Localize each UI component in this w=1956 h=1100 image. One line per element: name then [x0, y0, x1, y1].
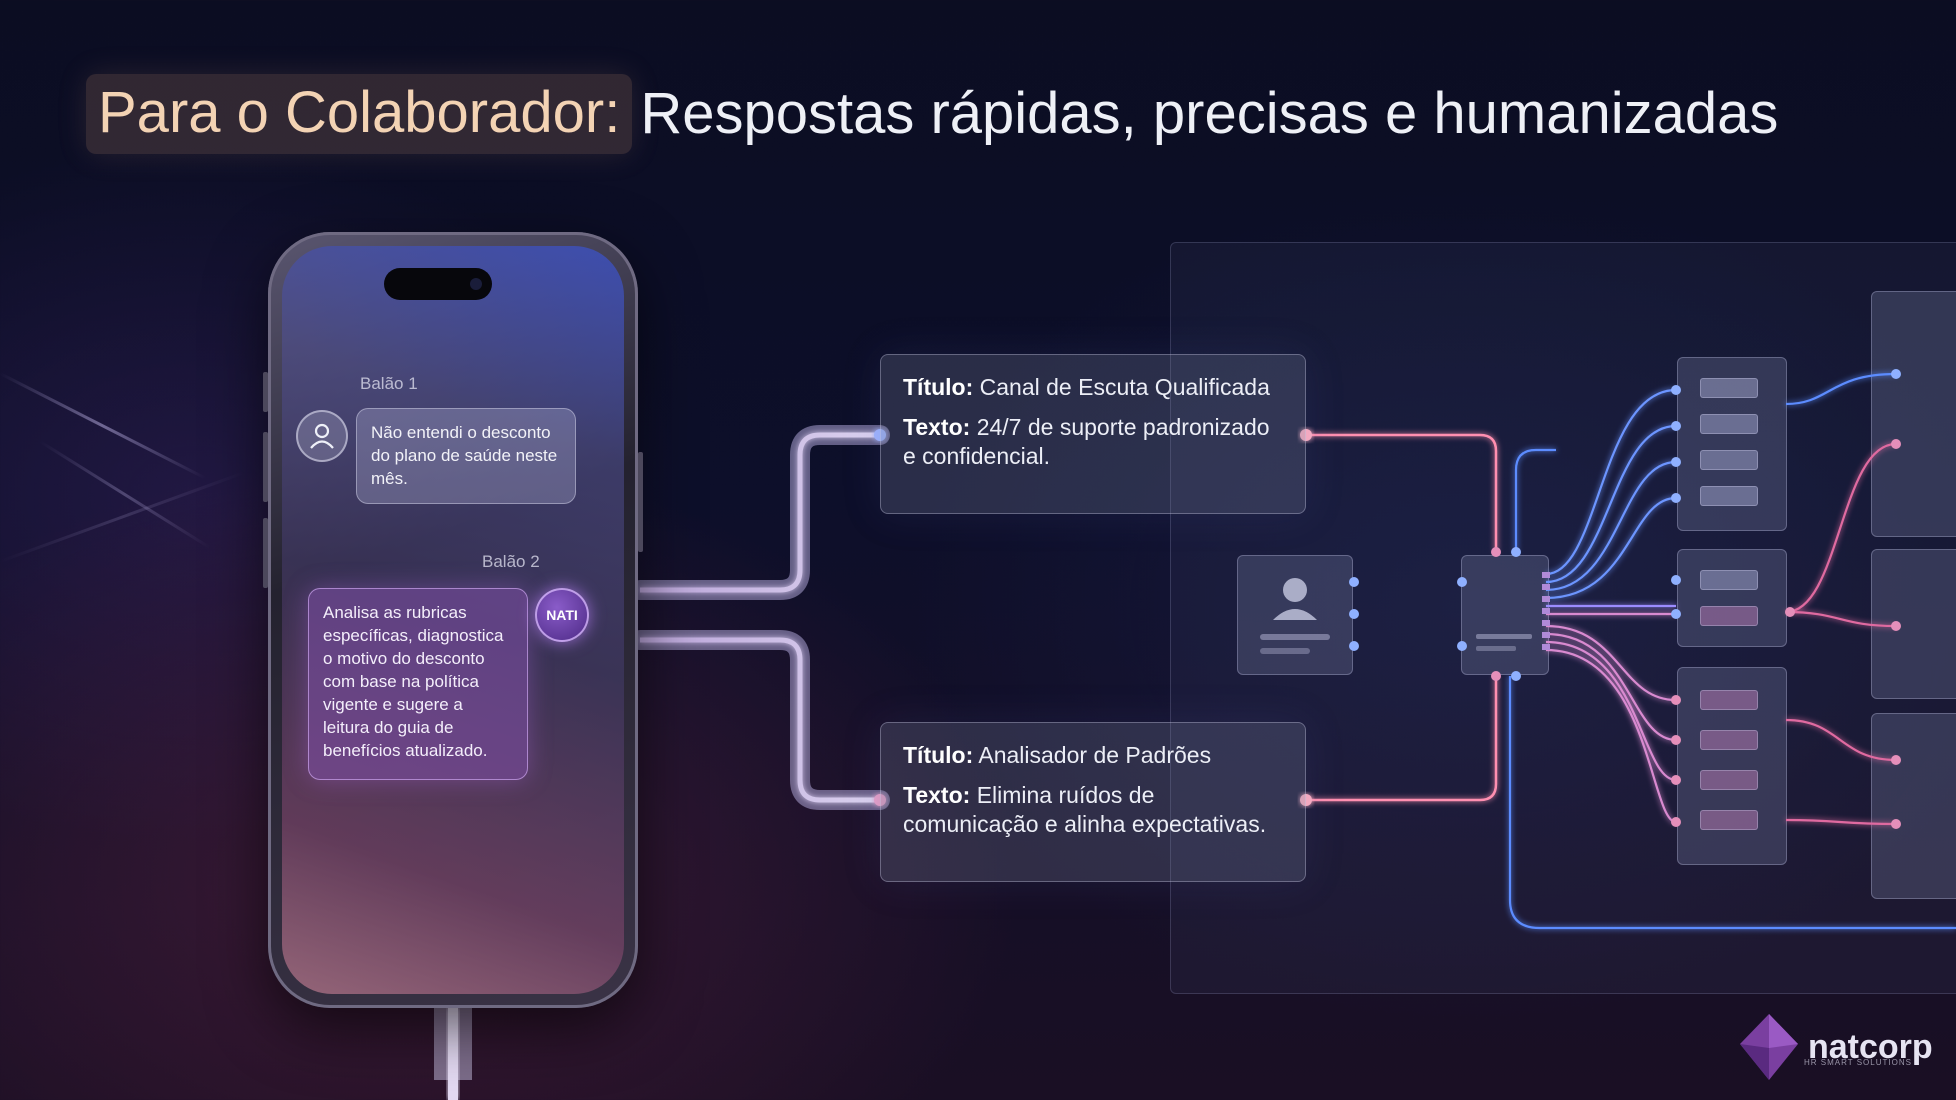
balao1-label: Balão 1 [360, 374, 418, 393]
card-text-value: Elimina ruídos de comunicação e alinha e… [903, 782, 1267, 837]
card-text-row: Texto: 24/7 de suporte padronizado e con… [903, 413, 1283, 471]
info-card-escuta: Título: Canal de Escuta Qualificada Text… [880, 354, 1306, 514]
output-node-4 [1871, 291, 1956, 537]
logo-tagline: HR SMART SOLUTIONS [1804, 1058, 1912, 1067]
logo-diamond-icon [1740, 1014, 1798, 1080]
title-rest: Respostas rápidas, precisas e humanizada… [640, 81, 1779, 146]
output-node-1 [1677, 357, 1787, 531]
system-diagram-panel [1170, 242, 1956, 994]
card-text-value: 24/7 de suporte padronizado e confidenci… [903, 414, 1270, 469]
natcorp-logo: natcorp HR SMART SOLUTIONS [1738, 1012, 1933, 1082]
card-text-row: Texto: Elimina ruídos de comunicação e a… [903, 781, 1283, 839]
card-title-key: Título: [903, 374, 974, 400]
card-text-key: Texto: [903, 782, 971, 808]
output-node-2 [1677, 549, 1787, 647]
nati-avatar: NATI [535, 588, 589, 642]
phone-screen: Balão 1 Não entendi o desconto do plano … [282, 246, 624, 994]
card-title-row: Título: Canal de Escuta Qualificada [903, 373, 1283, 402]
dynamic-island [384, 268, 492, 300]
info-card-analisador: Título: Analisador de Padrões Texto: Eli… [880, 722, 1306, 882]
output-node-5 [1871, 549, 1956, 699]
user-icon [296, 410, 348, 462]
logo-wordmark: natcorp [1808, 1028, 1933, 1066]
card-title-value: Analisador de Padrões [978, 742, 1212, 768]
chat-bubble-user: Não entendi o desconto do plano de saúde… [356, 408, 576, 504]
card-text-key: Texto: [903, 414, 971, 440]
smartphone: Balão 1 Não entendi o desconto do plano … [263, 232, 643, 1008]
person-card-icon [1237, 555, 1353, 675]
output-node-3 [1677, 667, 1787, 865]
card-title-value: Canal de Escuta Qualificada [979, 374, 1270, 400]
chat-bubble-nati: Analisa as rubricas específicas, diagnos… [308, 588, 528, 780]
card-title-row: Título: Analisador de Padrões [903, 741, 1283, 770]
page-title: Para o Colaborador: Respostas rápidas, p… [86, 74, 1778, 154]
card-title-key: Título: [903, 742, 974, 768]
output-node-6 [1871, 713, 1956, 899]
balao2-label: Balão 2 [482, 552, 540, 571]
title-highlight: Para o Colaborador: [86, 74, 633, 154]
processor-chip-icon [1461, 555, 1549, 675]
